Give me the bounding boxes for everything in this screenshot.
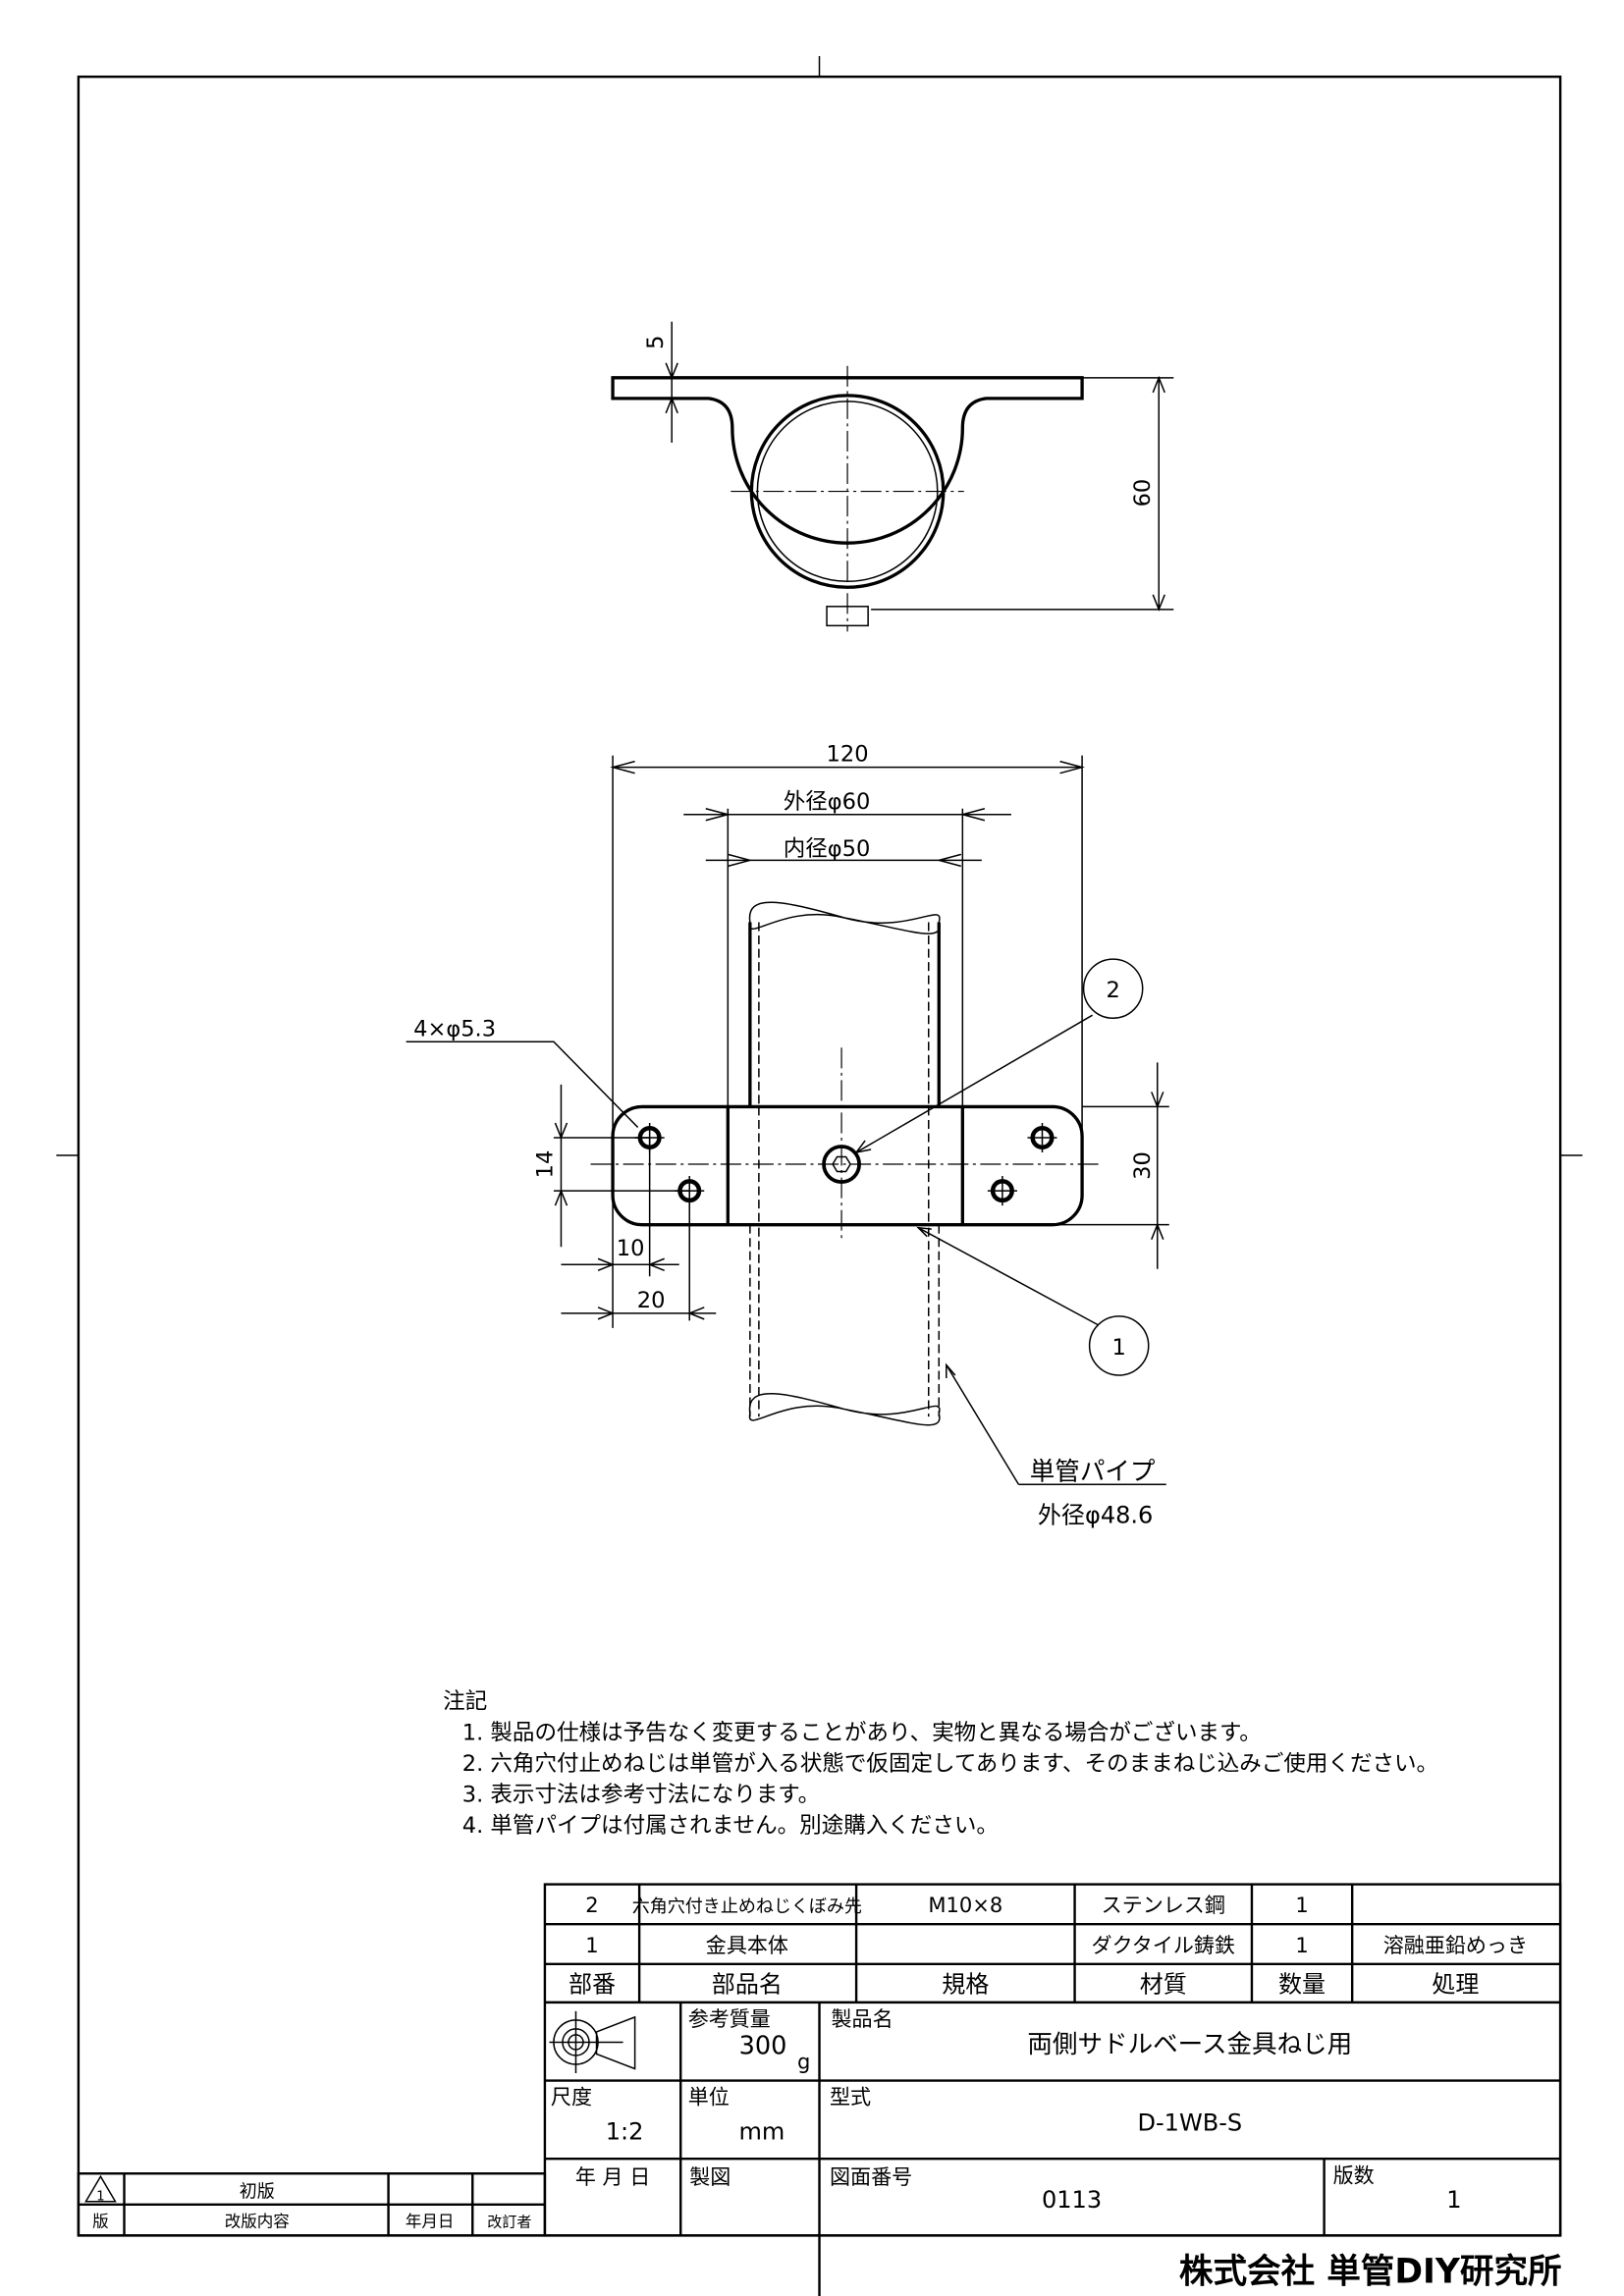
top-view: 5 60 xyxy=(611,321,1174,632)
set-screw xyxy=(822,1145,861,1184)
mass-label: 参考質量 xyxy=(688,2006,771,2031)
drawing-no: 0113 xyxy=(1042,2186,1102,2214)
header-part-name: 部品名 xyxy=(712,1970,783,1998)
header-material: 材質 xyxy=(1140,1970,1187,1998)
header-spec: 規格 xyxy=(942,1970,989,1998)
drafter-label: 製図 xyxy=(689,2164,731,2189)
revision-value: 1 xyxy=(1446,2186,1461,2214)
date-label: 年 月 日 xyxy=(575,2164,650,2189)
part-row-2-material: ステンレス鋼 xyxy=(1102,1893,1225,1917)
header-qty: 数量 xyxy=(1278,1970,1326,1998)
header-treatment: 処理 xyxy=(1432,1970,1479,1998)
part-row-1-material: ダクタイル鋳鉄 xyxy=(1092,1933,1235,1957)
part-row-1-no: 1 xyxy=(585,1933,598,1957)
rev-header-rev: 版 xyxy=(92,2212,109,2230)
company-name: 株式会社 単管DIY研究所 xyxy=(1179,2252,1562,2291)
svg-text:3. 表示寸法は参考寸法になります。: 3. 表示寸法は参考寸法になります。 xyxy=(462,1782,820,1807)
pipe-diameter: 外径φ48.6 xyxy=(1038,1501,1154,1528)
projection-symbol-icon xyxy=(549,2010,636,2074)
dim-offset-10: 10 xyxy=(617,1236,645,1261)
scale-value: 1:2 xyxy=(606,2118,644,2146)
dim-outer-diameter: 外径φ60 xyxy=(784,789,871,815)
unit-label: 単位 xyxy=(688,2085,730,2109)
balloon-2-label: 2 xyxy=(1106,978,1119,1003)
dim-thickness: 5 xyxy=(643,336,669,349)
product-name: 両側サドルベース金具ねじ用 xyxy=(1027,2030,1352,2059)
balloon-1 xyxy=(1088,1315,1150,1376)
mass-value: 300 xyxy=(739,2031,787,2060)
drawing-no-label: 図面番号 xyxy=(830,2164,912,2189)
part-row-2-qty: 1 xyxy=(1295,1893,1308,1917)
revision-triangle-icon: 1 xyxy=(84,2174,117,2204)
part-row-2-name: 六角穴付き止めねじくぼみ先 xyxy=(632,1896,862,1917)
rev-header-reviser: 改訂者 xyxy=(487,2213,531,2230)
model-value: D-1WB-S xyxy=(1137,2109,1242,2137)
dim-height: 60 xyxy=(1130,479,1156,507)
svg-text:2. 六角穴付止めねじは単管が入る状態で仮固定してあります、: 2. 六角穴付止めねじは単管が入る状態で仮固定してあります、そのままねじ込みご使… xyxy=(462,1751,1438,1777)
scale-label: 尺度 xyxy=(551,2085,592,2109)
header-part-no: 部番 xyxy=(568,1970,616,1998)
svg-text:4. 単管パイプは付属されません。別途購入ください。: 4. 単管パイプは付属されません。別途購入ください。 xyxy=(462,1813,999,1839)
mass-unit: g xyxy=(797,2050,810,2074)
svg-text:1: 1 xyxy=(96,2188,105,2204)
dim-inner-diameter: 内径φ50 xyxy=(784,836,871,862)
part-row-1-name: 金具本体 xyxy=(706,1933,788,1957)
dim-holes: 4×φ5.3 xyxy=(413,1016,496,1041)
notes: 注記 1. 製品の仕様は予告なく変更することがあり、実物と異なる場合がございます… xyxy=(443,1689,1438,1839)
front-view: 120 外径φ60 内径φ50 4×φ5.3 14 30 10 20 2 1 単… xyxy=(406,742,1169,1528)
title-block: 2 六角穴付き止めねじくぼみ先 M10×8 ステンレス鋼 1 1 金具本体 ダク… xyxy=(543,1883,1562,2296)
part-row-1-treatment: 溶融亜鉛めっき xyxy=(1383,1933,1528,1957)
part-row-2-spec: M10×8 xyxy=(928,1893,1002,1917)
dim-hole-pitch: 14 xyxy=(532,1150,558,1179)
svg-text:注記: 注記 xyxy=(443,1689,487,1715)
balloon-1-label: 1 xyxy=(1111,1335,1125,1361)
revision-content: 初版 xyxy=(240,2181,275,2202)
dim-offset-20: 20 xyxy=(637,1288,666,1313)
model-label: 型式 xyxy=(830,2085,871,2109)
rev-header-date: 年月日 xyxy=(406,2212,455,2230)
rev-header-content: 改版内容 xyxy=(225,2212,290,2230)
revision-label: 版数 xyxy=(1333,2163,1375,2187)
dim-plate-height: 30 xyxy=(1130,1151,1156,1180)
svg-text:1. 製品の仕様は予告なく変更することがあり、実物と異なる場: 1. 製品の仕様は予告なく変更することがあり、実物と異なる場合がございます。 xyxy=(462,1719,1262,1745)
dim-width: 120 xyxy=(827,742,869,768)
pipe-name: 単管パイプ xyxy=(1030,1458,1156,1487)
revision-block: 1 初版 版 改版内容 年月日 改訂者 xyxy=(77,2172,547,2237)
unit-value: mm xyxy=(738,2118,785,2146)
balloon-2 xyxy=(1082,958,1144,1019)
product-name-label: 製品名 xyxy=(832,2006,893,2031)
part-row-1-qty: 1 xyxy=(1295,1933,1308,1957)
part-row-2-no: 2 xyxy=(585,1893,598,1917)
